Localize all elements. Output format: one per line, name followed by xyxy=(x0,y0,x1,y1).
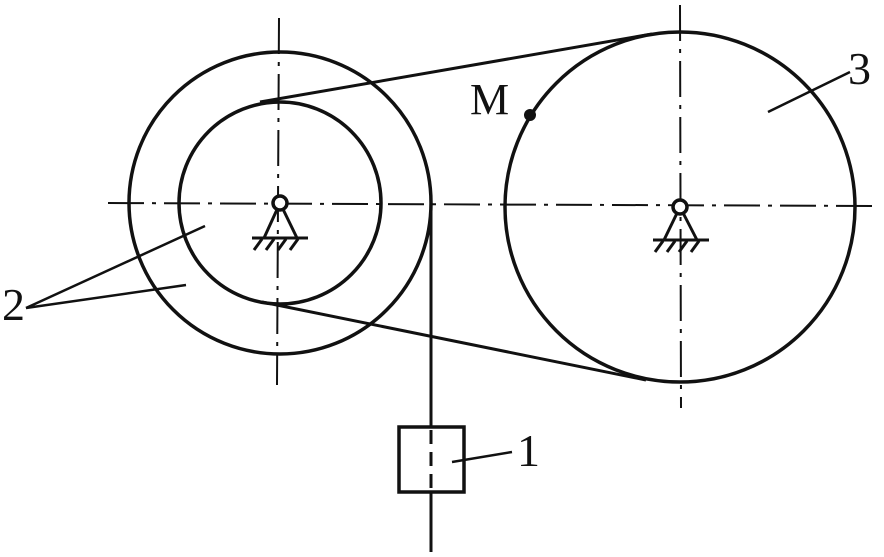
label-2-leader-outer xyxy=(25,283,187,310)
pulley-2-inner-circle xyxy=(177,100,383,306)
pulley-3-circle xyxy=(503,30,857,384)
point-m-label: M xyxy=(470,75,509,124)
pulley-3-pivot-support xyxy=(653,198,709,253)
label-1-leader xyxy=(451,450,513,464)
label-2: 2 xyxy=(2,279,25,330)
label-1: 1 xyxy=(517,425,540,476)
pulley-2-pivot-support xyxy=(252,194,308,251)
label-3-leader xyxy=(767,70,851,114)
belt-lower-segment xyxy=(261,300,647,382)
horizontal-center-line xyxy=(107,202,877,207)
belt-upper-segment xyxy=(259,32,653,104)
point-m-dot xyxy=(524,109,536,121)
label-3: 3 xyxy=(848,43,871,94)
label-2-leader-inner xyxy=(25,224,206,310)
